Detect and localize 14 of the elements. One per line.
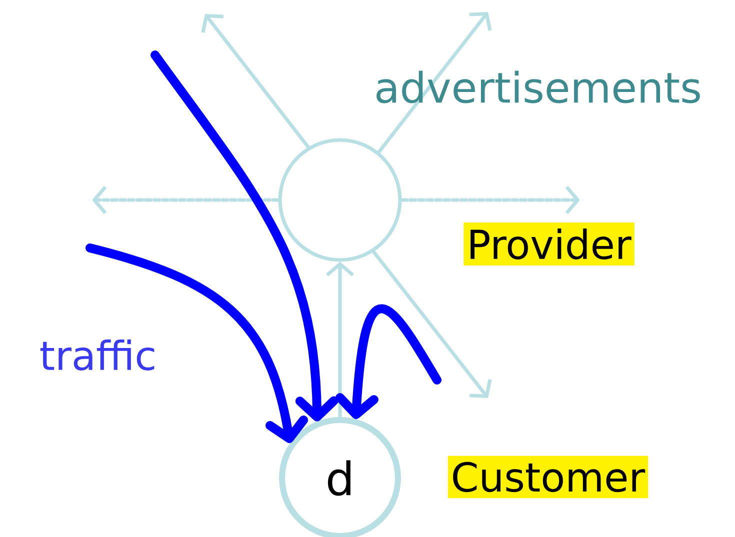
traffic-arrow bbox=[86, 243, 308, 444]
traffic-arrow bbox=[150, 50, 338, 422]
arrow bbox=[326, 262, 354, 419]
arrow bbox=[377, 12, 492, 154]
arrow bbox=[92, 186, 280, 214]
arrow bbox=[400, 186, 580, 214]
circle bbox=[278, 138, 402, 262]
label: traffic bbox=[40, 340, 154, 370]
traffic-arrow bbox=[336, 304, 442, 420]
arrow bbox=[201, 14, 310, 149]
highlighted-label: Customer bbox=[448, 456, 648, 498]
highlighted-label: Provider bbox=[464, 222, 634, 266]
label: advertisements bbox=[376, 70, 700, 104]
arrow bbox=[372, 250, 492, 398]
